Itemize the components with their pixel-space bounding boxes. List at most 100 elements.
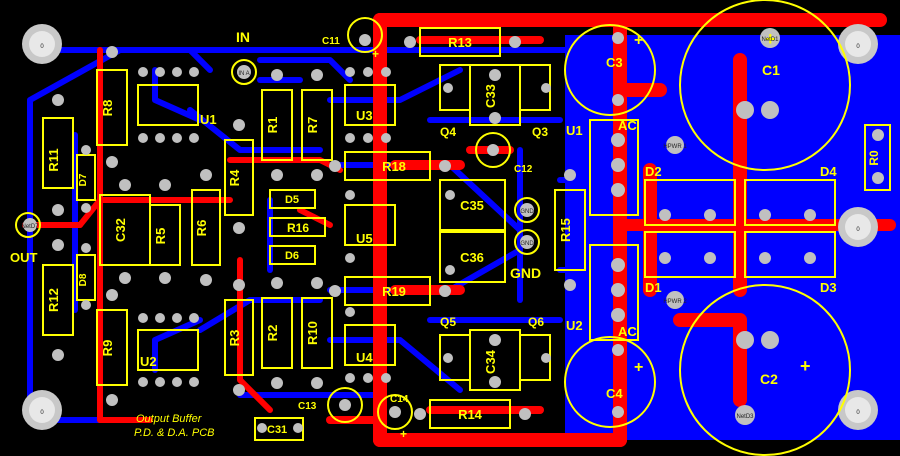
u4-label: U4	[356, 350, 373, 365]
mount-hole-label: 0	[856, 44, 860, 50]
board-title-line1: Output Buffer	[136, 413, 203, 425]
d5-outline	[269, 189, 316, 209]
r19-label: R19	[382, 284, 406, 299]
d7-label: D7	[78, 173, 89, 186]
c4-plus-sign: +	[634, 359, 643, 376]
in-pad-label: IN A	[238, 71, 249, 77]
u3-label: U3	[356, 108, 373, 123]
c13-label: C13	[298, 401, 317, 412]
mount-hole-top-left	[22, 24, 62, 64]
r15-outline	[554, 189, 586, 271]
q5-outline	[439, 334, 471, 381]
d4-outline	[744, 179, 836, 226]
c11-outline	[347, 17, 383, 53]
c3-plus-sign: +	[634, 32, 643, 49]
r0-outline	[864, 124, 891, 191]
u3-outline	[344, 84, 396, 126]
gnd-pad-2-outline	[514, 229, 540, 255]
r9-label: R9	[100, 340, 115, 357]
r18-outline	[344, 151, 431, 181]
u4-outline	[344, 324, 396, 366]
c33-label: C33	[483, 84, 498, 108]
r4-outline	[224, 139, 254, 216]
c2-plus-sign: +	[800, 356, 811, 376]
q6-label: Q6	[528, 315, 544, 329]
u1-outline	[137, 84, 199, 126]
mount-hole-label: 0	[40, 410, 44, 416]
r10-label: R10	[305, 321, 320, 345]
c11-plus-sign: +	[372, 47, 379, 61]
board-title-line2: P.D. & D.A. PCB	[134, 427, 215, 439]
d1-outline	[644, 231, 736, 278]
d2-outline	[644, 179, 736, 226]
u2-outline	[137, 329, 199, 371]
u5-outline	[344, 204, 396, 246]
d3-outline	[744, 231, 836, 278]
u1-regulator-label: U1	[566, 123, 583, 138]
c14-outline	[377, 394, 413, 430]
c11-label: C11	[322, 36, 340, 47]
silkscreen-outlines	[15, 0, 891, 456]
c3-outline	[564, 24, 656, 116]
c1-outline	[679, 0, 851, 171]
in-label: IN	[236, 29, 250, 45]
d2-label: D2	[645, 164, 662, 179]
c31-outline	[254, 417, 304, 441]
out-pad-label: NetD7	[21, 224, 39, 230]
hpwr2-pad-label: HPWR 2	[663, 299, 687, 305]
c14-plus-sign: +	[400, 427, 407, 441]
d5-label: D5	[285, 194, 299, 206]
c2-label: C2	[760, 371, 778, 387]
c14-label: C14	[390, 394, 409, 405]
netd1-pad-label: NetD1	[761, 37, 779, 43]
q5-label: Q5	[440, 315, 456, 329]
d6-label: D6	[285, 250, 299, 262]
q3-label: Q3	[532, 125, 548, 139]
c36-outline	[439, 231, 506, 283]
u1-regulator-outline	[589, 119, 639, 216]
r3-label: R3	[227, 330, 242, 347]
mount-hole-top-right	[838, 24, 878, 64]
c1-label: C1	[762, 62, 780, 78]
silkscreen-labels: IN OUT GND AC AC Output Buffer P.D. & D.…	[10, 29, 881, 441]
mount-hole-label: 0	[856, 227, 860, 233]
c35-label: C35	[460, 198, 484, 213]
r6-label: R6	[194, 220, 209, 237]
c4-label: C4	[606, 386, 623, 401]
r12-label: R12	[46, 288, 61, 312]
r3-outline	[224, 299, 254, 376]
u2-regulator-outline	[589, 244, 639, 341]
r2-label: R2	[265, 325, 280, 342]
c36-label: C36	[460, 250, 484, 265]
out-label: OUT	[10, 250, 38, 265]
r11-outline	[42, 117, 74, 189]
in-jack-outline	[231, 59, 257, 85]
u1-label: U1	[200, 112, 217, 127]
r16-outline	[269, 217, 326, 237]
c2-outline	[679, 284, 851, 456]
r14-label: R14	[458, 407, 483, 422]
c3-label: C3	[606, 55, 623, 70]
gnd-pad-label: GND	[520, 241, 534, 247]
q4-label: Q4	[440, 125, 456, 139]
r4-label: R4	[227, 169, 242, 186]
gnd-pad-label: GND	[520, 209, 534, 215]
gnd-label: GND	[510, 265, 541, 281]
d4-label: D4	[820, 164, 837, 179]
hpwr1-pad-label: HPWR 1	[663, 144, 687, 150]
r16-label: R16	[287, 221, 309, 235]
c35-outline	[439, 179, 506, 231]
ac-label-top: AC	[618, 118, 637, 133]
c31-label: C31	[267, 424, 287, 436]
netd3-pad-label: NetD3	[736, 414, 754, 420]
r7-label: R7	[305, 117, 320, 134]
r7-outline	[301, 89, 333, 161]
gnd-pad-1-outline	[514, 197, 540, 223]
bottom-copper-pour	[565, 35, 900, 440]
mount-hole-label: 0	[40, 44, 44, 50]
r11-label: R11	[46, 148, 61, 171]
c12-outline	[475, 132, 511, 168]
mount-holes: 0 0 0 0 0	[22, 24, 878, 430]
r13-outline	[419, 27, 501, 57]
mount-hole-label: 0	[856, 410, 860, 416]
